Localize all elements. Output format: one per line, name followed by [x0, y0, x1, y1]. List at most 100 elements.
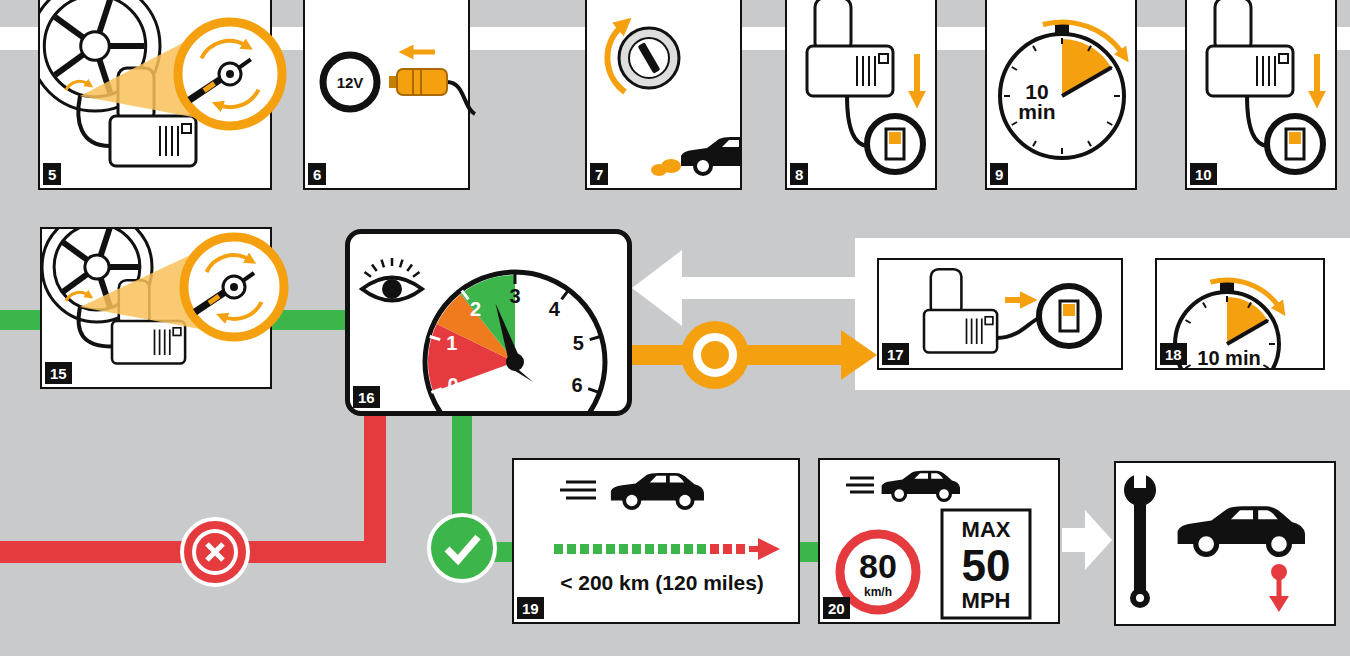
drawing-rect: [1063, 304, 1075, 316]
drawing-line: [1114, 95, 1120, 97]
drawing-g: [1207, 0, 1293, 96]
drawing-line: [430, 336, 441, 339]
step-number: 8: [790, 163, 808, 185]
drawing-circle: [893, 488, 906, 501]
drawing-rect: [1060, 301, 1078, 331]
fail-symbol: [182, 519, 248, 585]
drawing-g: [807, 0, 893, 96]
drawing-circle: [1269, 534, 1290, 555]
drawing-g: [1175, 280, 1279, 368]
drawing-path: [362, 278, 422, 301]
drawing-line: [1226, 296, 1228, 302]
drawing-rect: [931, 269, 962, 315]
drawing-rect: [632, 544, 641, 554]
drawing-line: [391, 258, 394, 266]
drawing-rect: [736, 544, 745, 554]
step-illustration: [820, 460, 1062, 626]
drawing-line: [407, 264, 412, 270]
step-number: 18: [1160, 343, 1187, 365]
drawing-line: [364, 272, 370, 277]
drawing-rect: [684, 544, 693, 554]
drawing-circle: [382, 279, 402, 299]
drawing-rect: [173, 328, 181, 336]
step-illustration: [879, 260, 1125, 372]
drawing-rect: [807, 46, 893, 96]
drawing-circle: [1196, 534, 1217, 555]
red-path: [0, 405, 375, 552]
drawing-rect: [658, 544, 667, 554]
drawing-path: [189, 77, 223, 100]
drawing-line: [1269, 343, 1275, 345]
drawing-line: [1012, 67, 1017, 70]
drawing-line: [562, 291, 569, 300]
drawing-line: [1203, 302, 1206, 307]
drawing-rect: [593, 544, 602, 554]
drawing-line: [914, 54, 920, 96]
flow-connector: [682, 277, 877, 299]
drawing-circle: [1175, 292, 1279, 368]
drawing-circle: [81, 32, 110, 61]
drawing-circle: [219, 63, 241, 85]
drawing-rect: [924, 310, 997, 353]
drawing-circle: [226, 70, 234, 78]
step-panel: 7: [585, 0, 742, 190]
drawing-circle: [1136, 594, 1144, 602]
drawing-rect: [1279, 54, 1288, 63]
drawing-path: [204, 83, 214, 90]
drawing-path: [447, 82, 475, 114]
drawing-path: [1257, 56, 1275, 86]
drawing-line: [372, 264, 377, 270]
drawing-line: [1012, 122, 1017, 125]
drawing-path: [447, 537, 478, 560]
drawing-circle: [681, 321, 749, 389]
gauge-number: 5: [573, 333, 584, 353]
step-number: 16: [353, 386, 380, 408]
drawing-rect: [638, 42, 661, 74]
drawing-line: [431, 389, 441, 393]
drawing-rect: [886, 129, 904, 159]
step-illustration: [514, 460, 802, 626]
step-illustration: [40, 0, 274, 192]
flow-connector: [272, 310, 345, 330]
drawing-line: [1107, 122, 1112, 125]
step-panel: 17: [877, 258, 1123, 370]
drawing-line: [101, 229, 110, 255]
drawing-line: [1088, 46, 1091, 51]
drawing-rect: [554, 544, 563, 554]
drawing-line: [1227, 321, 1268, 345]
drawing-line: [109, 264, 139, 270]
drawing-line: [1088, 141, 1091, 146]
distance-label: < 200 km (120 miles): [560, 572, 764, 593]
pass-symbol: [429, 515, 495, 581]
drawing-rect: [671, 544, 680, 554]
drawing-path: [607, 26, 625, 92]
drawing-path: [155, 330, 170, 356]
step-panel: 80km/hMAX50MPH20: [818, 458, 1060, 624]
drawing-circle: [1039, 286, 1099, 346]
drawing-path: [1231, 510, 1278, 519]
drawing-rect: [567, 544, 576, 554]
drawing-line: [63, 242, 87, 259]
retry-symbol: [681, 321, 749, 389]
drawing-circle: [677, 493, 692, 508]
step-number: 7: [590, 163, 608, 185]
drawing-path: [195, 290, 228, 312]
drawing-circle: [506, 353, 524, 371]
drawing-circle: [619, 28, 679, 88]
step-panel: 8: [785, 0, 937, 190]
time-label: 10 min: [1015, 82, 1059, 122]
drawing-line: [1185, 365, 1190, 368]
next-arrow: [1062, 510, 1112, 570]
drawing-rect: [749, 546, 759, 552]
drawing-g: [1178, 506, 1305, 554]
step-number: 5: [43, 163, 61, 185]
drawing-path: [160, 126, 178, 156]
step-panel: < 200 km (120 miles) 19: [512, 458, 800, 624]
drawing-rect: [942, 510, 1030, 618]
drawing-circle: [429, 515, 495, 581]
drawing-circle: [624, 493, 639, 508]
step-number: 19: [517, 597, 544, 619]
drawing-rect: [110, 116, 196, 166]
drawing-rect: [182, 124, 191, 133]
drawing-rect: [1115, 462, 1335, 625]
